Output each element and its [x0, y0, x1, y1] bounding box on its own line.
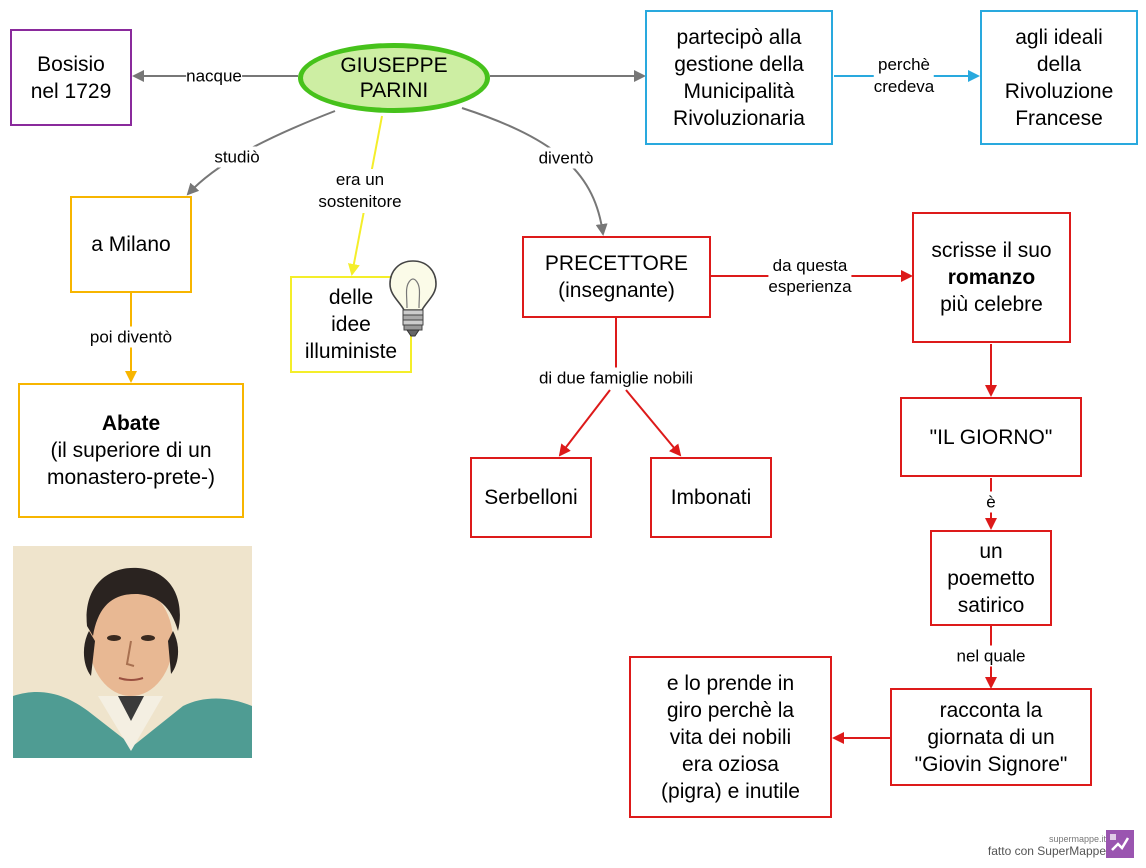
node-racconta[interactable]: racconta la giornata di un "Giovin Signo…	[890, 688, 1092, 786]
light-bulb-icon	[389, 260, 437, 337]
footer-site: supermappe.it	[1048, 834, 1106, 844]
link-label-divento: diventò	[538, 147, 594, 169]
node-text: della	[1036, 52, 1082, 76]
node-scrisse[interactable]: scrisse il suo romanzo più celebre	[912, 212, 1071, 343]
link-label-line: da questa	[772, 256, 848, 275]
node-text: a Milano	[91, 233, 171, 256]
node-text: più celebre	[940, 293, 1043, 316]
link-label-nel-quale: nel quale	[956, 645, 1026, 667]
node-text: Rivoluzione	[1004, 79, 1114, 103]
node-text: Serbelloni	[484, 486, 578, 509]
node-text: monastero-prete-)	[46, 466, 216, 489]
node-text: e lo prende in	[666, 671, 795, 695]
center-node-giuseppe-parini[interactable]: GIUSEPPE PARINI	[298, 43, 490, 113]
node-text: partecipò alla	[676, 25, 802, 49]
link-label-perche-credeva: perchè credeva	[873, 54, 935, 98]
portrait-image	[13, 546, 252, 758]
node-text: (il superiore di un	[50, 439, 212, 462]
center-line-2: PARINI	[359, 79, 429, 102]
line-studio	[186, 110, 336, 196]
node-text: Francese	[1015, 106, 1103, 130]
node-text: satirico	[957, 593, 1025, 617]
node-abate[interactable]: Abate (il superiore di un monastero-pret…	[18, 383, 244, 518]
link-label-line: esperienza	[768, 277, 852, 296]
link-label-sostenitore: era un sostenitore	[318, 169, 402, 213]
node-text: giornata di un	[927, 725, 1055, 749]
node-text: (insegnante)	[558, 279, 675, 302]
node-milano[interactable]: a Milano	[70, 196, 192, 293]
node-text: Imbonati	[670, 486, 752, 509]
node-text: "IL GIORNO"	[929, 425, 1053, 449]
node-bosisio[interactable]: Bosisio nel 1729	[10, 29, 132, 126]
node-text: idee	[331, 313, 371, 336]
node-text: illuministe	[304, 340, 398, 363]
node-partecipo[interactable]: partecipò alla gestione della Municipali…	[645, 10, 833, 145]
node-text: agli ideali	[1015, 25, 1103, 49]
link-label-famiglie: di due famiglie nobili	[538, 367, 694, 389]
node-text: (pigra) e inutile	[661, 779, 800, 803]
link-label-poi-divento: poi diventò	[89, 326, 173, 348]
node-text: PRECETTORE	[544, 252, 689, 275]
node-text-bold: romanzo	[947, 266, 1036, 289]
node-idee-illuministe[interactable]: delle idee illuministe	[290, 276, 412, 373]
node-text: Municipalità	[683, 79, 795, 103]
footer-made-with: fatto con SuperMappe	[987, 844, 1106, 858]
line-divento	[461, 107, 608, 236]
node-text-bold: Abate	[101, 412, 161, 435]
node-text: delle	[328, 286, 374, 309]
node-text: un	[979, 539, 1003, 563]
node-text: Bosisio	[37, 52, 105, 76]
node-serbelloni[interactable]: Serbelloni	[470, 457, 592, 538]
link-label-line: credeva	[873, 77, 935, 96]
node-text: gestione della	[674, 52, 804, 76]
node-text: "Giovin Signore"	[914, 752, 1068, 776]
node-prende-in-giro[interactable]: e lo prende in giro perchè la vita dei n…	[629, 656, 832, 818]
node-il-giorno[interactable]: "IL GIORNO"	[900, 397, 1082, 477]
link-label-line: sostenitore	[318, 192, 402, 211]
node-imbonati[interactable]: Imbonati	[650, 457, 772, 538]
node-text: nel 1729	[30, 79, 112, 103]
node-text: giro perchè la	[666, 698, 795, 722]
node-text: racconta la	[939, 698, 1043, 722]
supermappe-logo-icon	[1106, 830, 1134, 858]
link-label-line: era un	[335, 170, 385, 189]
link-label-studio: studiò	[214, 146, 260, 168]
link-label-da-questa: da questa esperienza	[768, 255, 852, 297]
node-text: poemetto	[947, 566, 1035, 590]
line-imbonati	[625, 389, 682, 457]
node-ideali[interactable]: agli ideali della Rivoluzione Francese	[980, 10, 1138, 145]
footer-credit: supermappe.it fatto con SuperMappe	[988, 834, 1106, 858]
node-text: vita dei nobili	[669, 725, 792, 749]
node-precettore[interactable]: PRECETTORE (insegnante)	[522, 236, 711, 318]
link-label-nacque: nacque	[186, 65, 242, 87]
node-text: Rivoluzionaria	[673, 106, 805, 130]
node-text: era oziosa	[682, 752, 779, 776]
line-serbelloni	[558, 389, 611, 457]
center-line-1: GIUSEPPE	[340, 54, 448, 77]
link-label-line: perchè	[878, 55, 930, 74]
node-text: scrisse il suo	[931, 239, 1052, 262]
node-poemetto[interactable]: un poemetto satirico	[930, 530, 1052, 626]
link-label-e: è	[986, 491, 996, 513]
